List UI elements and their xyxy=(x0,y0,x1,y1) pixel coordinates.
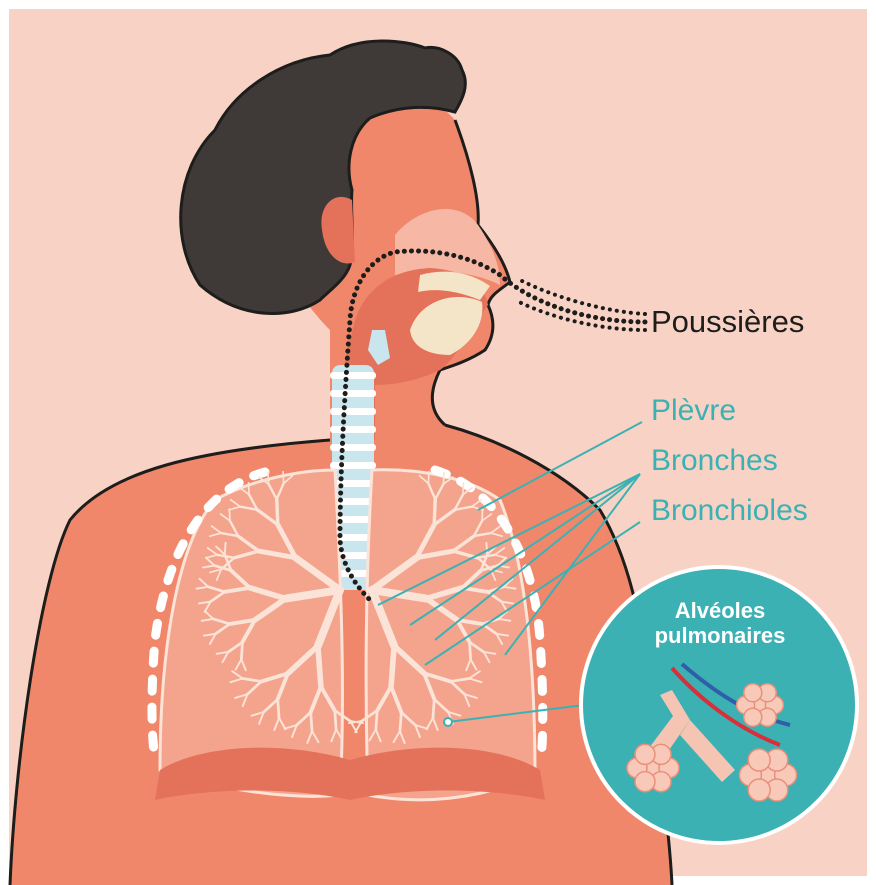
label-bronchi: Bronches xyxy=(651,444,778,478)
bronchus-branch xyxy=(241,642,242,659)
alveolus-sac xyxy=(635,772,655,792)
bronchus-branch xyxy=(433,699,434,718)
label-alveoli-line1: Alvéoles xyxy=(605,598,835,623)
bronchus-branch xyxy=(318,646,321,687)
bronchus-branch xyxy=(335,711,336,730)
bronchus-branch xyxy=(434,499,435,524)
bronchus-branch xyxy=(400,712,401,731)
trachea-ring xyxy=(330,372,376,379)
trachea-ring xyxy=(330,426,376,433)
bronchus-branch xyxy=(278,699,279,718)
alveolus-sac xyxy=(748,749,770,771)
bronchus-branch xyxy=(391,646,394,687)
trachea-ring xyxy=(330,444,376,451)
bronchus-branch xyxy=(311,712,312,731)
trachea-ring xyxy=(330,408,376,415)
alveolus-sac xyxy=(635,744,655,764)
bronchus-branch xyxy=(225,543,226,555)
label-alveoli-line2: pulmonaires xyxy=(605,623,835,648)
alveolus-sac xyxy=(744,708,762,726)
trachea-ring xyxy=(330,390,376,397)
label-dust: Poussières xyxy=(651,304,804,340)
label-alveoli: Alvéoles pulmonaires xyxy=(605,598,835,648)
bronchus-branch xyxy=(486,543,487,555)
alveolus-sac xyxy=(744,684,762,702)
trachea-ring xyxy=(330,462,376,469)
label-pleura: Plèvre xyxy=(651,394,736,428)
leader-anchor-dot xyxy=(444,718,452,726)
bronchus-branch xyxy=(376,711,377,730)
alveolus-sac xyxy=(748,779,770,801)
bronchus-branch xyxy=(277,499,278,524)
bronchus-branch xyxy=(470,642,471,659)
label-bronchioles: Bronchioles xyxy=(651,494,808,528)
